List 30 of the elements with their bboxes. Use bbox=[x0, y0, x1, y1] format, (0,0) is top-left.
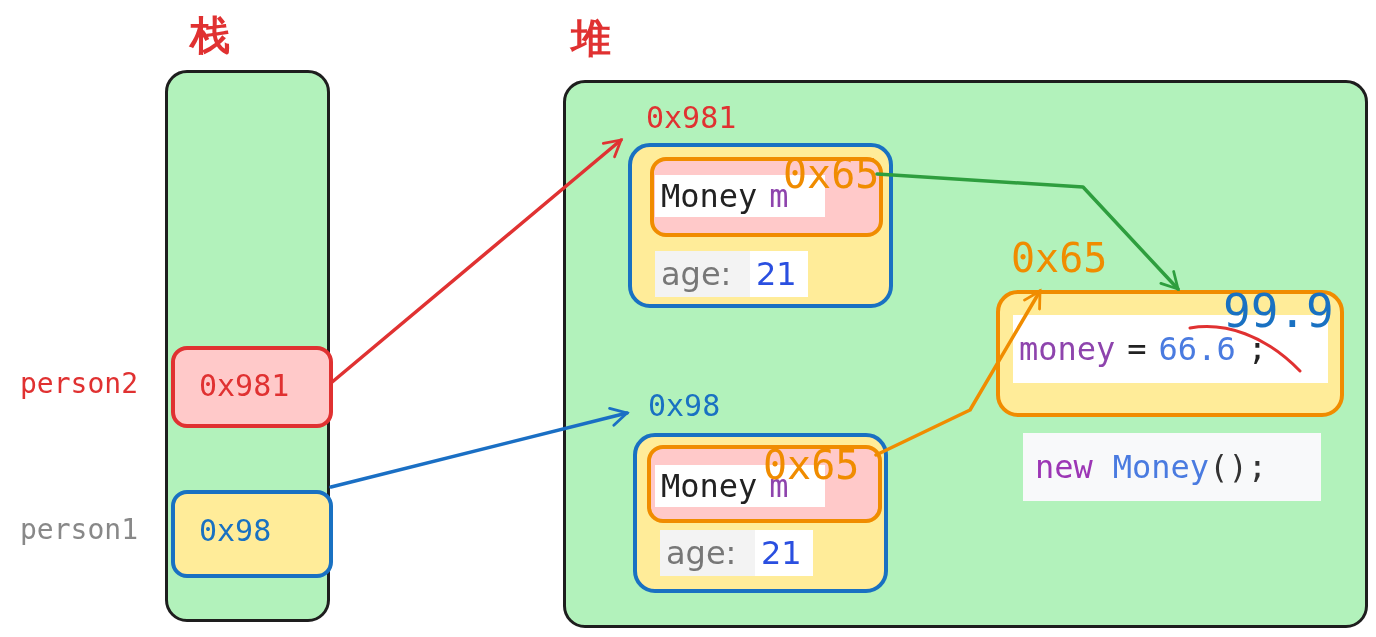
arrow bbox=[874, 289, 1042, 457]
address-label: 0x981 bbox=[646, 103, 737, 133]
type-name: Money bbox=[661, 180, 758, 212]
heading: 栈 bbox=[190, 15, 230, 55]
address-label: 0x65 bbox=[1011, 238, 1108, 278]
field-name: age: bbox=[655, 251, 750, 297]
punctuation: (); bbox=[1209, 448, 1267, 486]
field-value: 21 bbox=[750, 251, 808, 297]
field-box bbox=[650, 157, 883, 237]
new-value: 99.9 bbox=[1223, 288, 1334, 334]
field-name: money bbox=[1019, 333, 1116, 365]
address-text: 0x981 bbox=[199, 371, 290, 401]
variable-name: person2 bbox=[20, 370, 138, 398]
address-label: 0x98 bbox=[648, 391, 721, 421]
field-box bbox=[647, 445, 882, 523]
field-name: age: bbox=[660, 530, 755, 576]
address-text: 0x98 bbox=[199, 516, 272, 546]
variable-slot bbox=[171, 346, 333, 428]
field-value: 21 bbox=[755, 530, 813, 576]
arrow bbox=[329, 406, 629, 489]
class-name: Money bbox=[1112, 448, 1210, 486]
keyword: new bbox=[1035, 448, 1093, 486]
value-text: 66.6 bbox=[1158, 333, 1236, 365]
type-name: Money bbox=[661, 470, 758, 502]
arrow bbox=[875, 172, 1180, 291]
operator: = bbox=[1127, 333, 1147, 365]
heading: 堆 bbox=[571, 18, 611, 58]
variable-name: person1 bbox=[20, 516, 138, 544]
semicolon: ; bbox=[1247, 333, 1267, 365]
variable-slot bbox=[171, 490, 333, 578]
